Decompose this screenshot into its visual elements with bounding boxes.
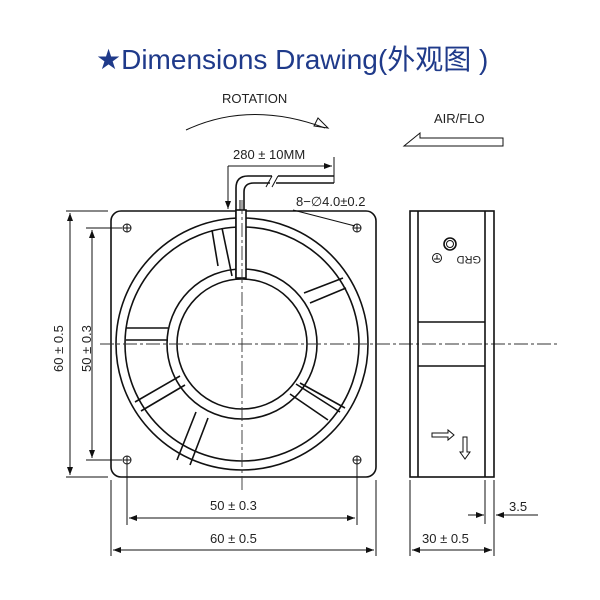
rotation-arrowhead-icon — [313, 117, 330, 129]
cable-length-label: 280 ± 10MM — [233, 147, 305, 162]
cable — [235, 175, 334, 278]
fan-struts — [126, 227, 347, 466]
airflow-direction-icon — [431, 428, 455, 442]
depth-label: 30 ± 0.5 — [422, 531, 469, 546]
width-inner-label: 50 ± 0.3 — [210, 498, 257, 513]
ground-label: GRD — [457, 253, 482, 265]
width-outer-label: 60 ± 0.5 — [210, 531, 257, 546]
height-outer-label: 60 ± 0.5 — [51, 325, 66, 372]
title-text: Dimensions Drawing(外观图 ) — [121, 44, 489, 75]
rotation-direction-icon — [459, 436, 471, 460]
airflow-arrow-icon — [402, 131, 504, 147]
star-icon: ★ — [96, 44, 122, 75]
airflow-label: AIR/FLO — [434, 111, 485, 126]
holes-label: 8−∅4.0±0.2 — [296, 194, 365, 209]
ground-icon — [432, 253, 442, 263]
fan-side-view: GRD — [409, 210, 495, 478]
rotation-arrow-icon — [185, 114, 326, 131]
flange-label: 3.5 — [509, 499, 527, 514]
mount-hole-icons — [122, 223, 362, 465]
height-inner-label: 50 ± 0.3 — [79, 325, 94, 372]
page-title: ★Dimensions Drawing(外观图 ) — [96, 38, 488, 78]
rotation-label: ROTATION — [222, 91, 287, 106]
